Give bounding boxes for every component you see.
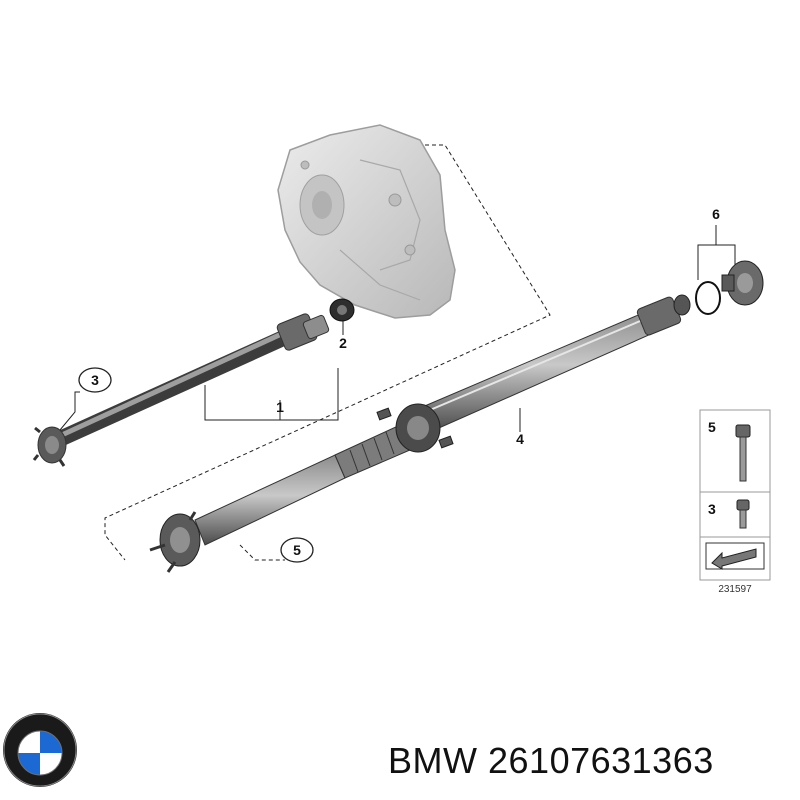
arrow-reference-icon xyxy=(705,542,765,570)
center-support-bearing xyxy=(376,403,454,453)
front-drive-shaft xyxy=(32,313,330,467)
legend-bolt-long-label: 5 xyxy=(708,419,716,435)
callout-3: 3 xyxy=(78,367,112,393)
output-flange xyxy=(721,260,764,306)
callout-6-number: 6 xyxy=(712,206,720,222)
callout-1-number: 1 xyxy=(276,399,284,415)
rear-drive-shaft xyxy=(149,294,691,573)
leader-lines xyxy=(104,144,551,561)
callout-4-number: 4 xyxy=(516,431,524,447)
bmw-logo xyxy=(3,713,77,787)
callout-5-number: 5 xyxy=(293,542,301,558)
callout-5: 5 xyxy=(280,537,314,563)
bracket-lines xyxy=(59,225,736,432)
brand-name: BMW xyxy=(388,740,478,781)
short-bolt-icon xyxy=(736,499,750,529)
front-flange xyxy=(32,426,67,467)
front-universal-joint xyxy=(276,313,330,351)
long-bolt-icon xyxy=(735,424,751,482)
legend-bolt-short-label: 3 xyxy=(708,501,716,517)
callout-2-number: 2 xyxy=(339,335,347,351)
rear-shaft-front-flange xyxy=(149,511,201,573)
fastener-legend: 5 3 231597 xyxy=(699,409,771,595)
legend-ref-code: 231597 xyxy=(718,584,752,595)
seal-ring xyxy=(329,298,355,322)
part-number: 26107631363 xyxy=(488,740,714,781)
callout-3-number: 3 xyxy=(91,372,99,388)
o-ring xyxy=(695,281,721,315)
rear-universal-joint xyxy=(636,294,691,336)
part-caption: BMW 26107631363 xyxy=(388,740,714,782)
transfer-case-housing xyxy=(277,124,456,319)
